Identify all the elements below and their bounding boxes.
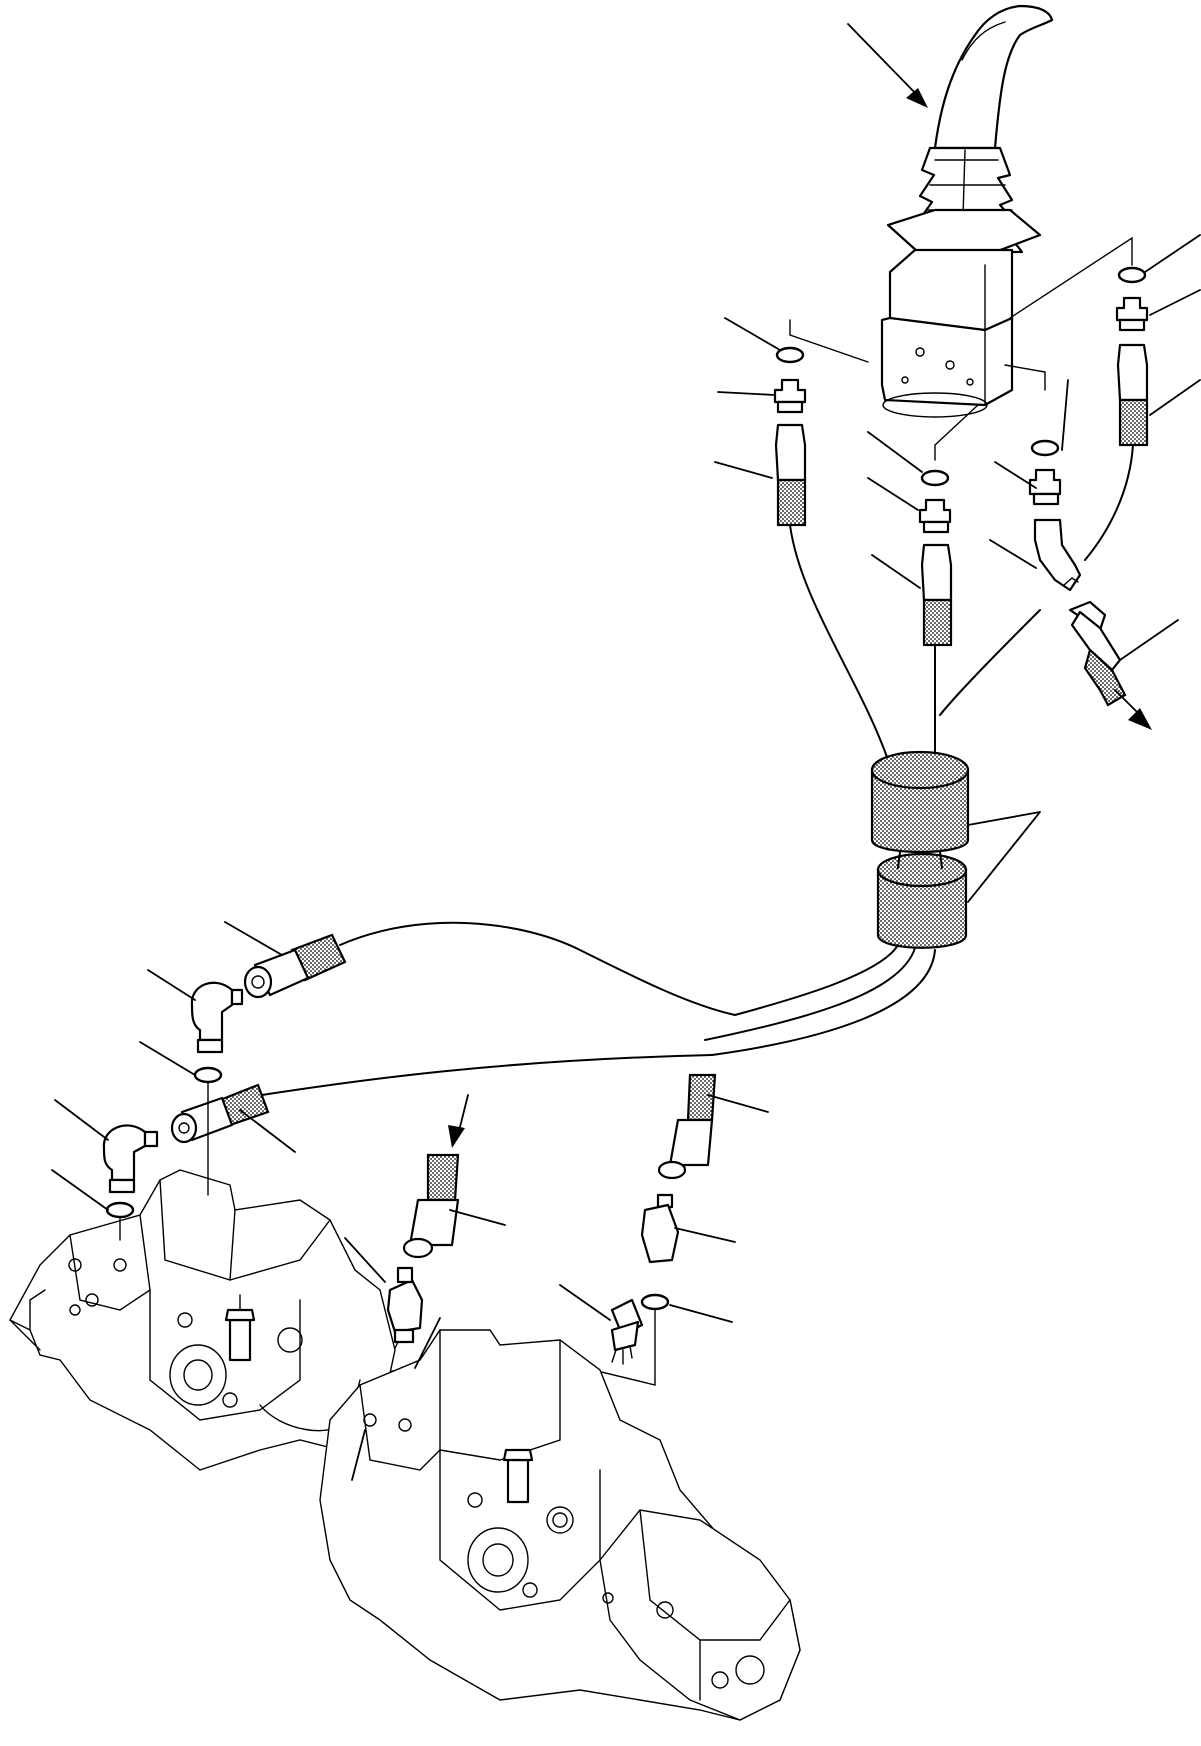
port-line-far-right bbox=[1009, 236, 1133, 319]
clamp-leader bbox=[967, 811, 1041, 903]
lever-callout-arrow bbox=[847, 23, 928, 108]
right-inlet-fitting bbox=[489, 1073, 717, 1386]
upper-left-fitting bbox=[190, 933, 347, 1084]
outlet-arrow bbox=[1114, 689, 1152, 730]
hose-clamp-pair bbox=[870, 750, 970, 949]
port-line-left bbox=[789, 319, 869, 363]
upper-left-hose bbox=[339, 921, 736, 1016]
fitting-column-d bbox=[1084, 266, 1149, 561]
lower-left-hose bbox=[261, 1054, 713, 1096]
port-line-mid bbox=[934, 404, 979, 461]
fitting-column-b bbox=[918, 469, 953, 766]
pump-port-line bbox=[119, 1081, 209, 1241]
fitting-column-c bbox=[939, 439, 1127, 716]
hydraulic-pump-assembly bbox=[9, 1169, 801, 1721]
fitting-column-a bbox=[773, 346, 889, 761]
lower-left-fitting bbox=[102, 1083, 270, 1219]
control-lever bbox=[880, 4, 1054, 418]
callout-leaders bbox=[51, 234, 1201, 1481]
hose-bundle bbox=[704, 944, 936, 1056]
port-line-right bbox=[1004, 364, 1046, 391]
